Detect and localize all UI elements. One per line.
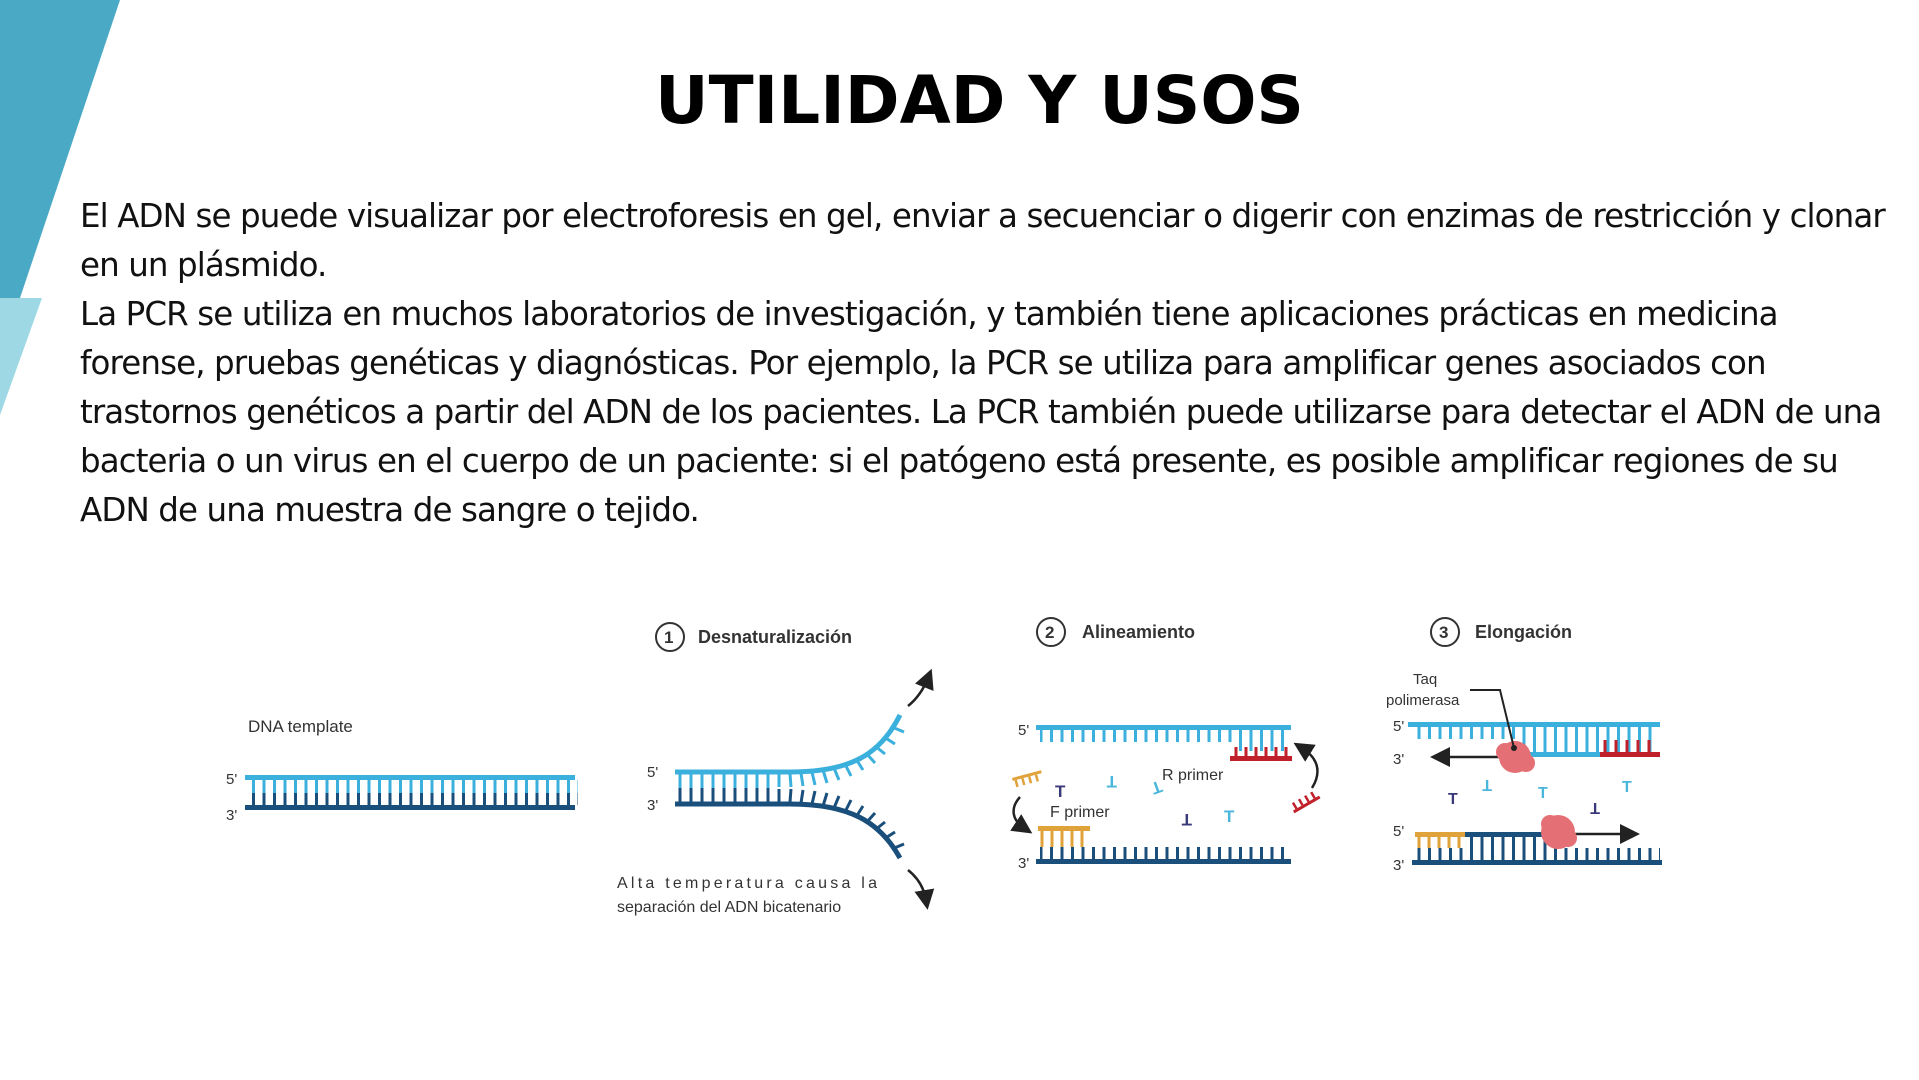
f-primer-bound: [1038, 826, 1090, 847]
step-3-badge: [1430, 617, 1460, 647]
step-3-number: 3: [1439, 623, 1448, 642]
dna-template-panel: DNA template 5' 3': [226, 717, 578, 824]
step-annealing-panel: 2 Alineamiento 5' 3': [1010, 617, 1321, 872]
step-1-caption-line2: separación del ADN bicatenario: [617, 899, 841, 916]
step-2-badge: [1036, 617, 1066, 647]
svg-text:T: T: [1482, 776, 1492, 793]
template-5prime-label: 5': [226, 771, 237, 788]
step-2-3prime-label: 3': [1018, 855, 1029, 872]
slide-body: El ADN se puede visualizar por electrofo…: [80, 192, 1910, 535]
taq-label-line1: Taq: [1413, 671, 1437, 688]
step-3-top-3prime: 3': [1393, 751, 1404, 768]
step-1-title: Desnaturalización: [698, 627, 852, 647]
step-elongation-panel: 3 Elongación Taq polimerasa 5' 3' 5' 3': [1386, 617, 1662, 874]
step-denaturation-panel: 1 Desnaturalización 5' 3' Alta temperatu…: [617, 622, 935, 916]
f-primer-label: F primer: [1050, 804, 1110, 821]
svg-text:T: T: [1448, 791, 1458, 808]
template-3prime-label: 3': [226, 807, 237, 824]
svg-text:T: T: [1538, 785, 1548, 802]
svg-text:T: T: [1622, 779, 1632, 796]
corner-decoration: [0, 0, 120, 415]
r-primer-free: [1291, 791, 1321, 814]
pcr-diagram: DNA template 5' 3' 1 Desnaturalización 5…: [226, 617, 1662, 916]
separation-arrow-down: [907, 869, 935, 910]
free-nucleotides-step3: T T T T T: [1448, 776, 1632, 816]
step-1-number: 1: [664, 628, 673, 647]
deco-dark-shape: [0, 0, 120, 298]
slide-title: UTILIDAD Y USOS: [655, 62, 1304, 139]
f-primer-free: [1012, 770, 1042, 788]
taq-label-line2: polimerasa: [1386, 692, 1460, 709]
f-primer-arrow: [1010, 796, 1033, 834]
dna-template-label: DNA template: [248, 717, 353, 736]
svg-text:T: T: [1224, 807, 1235, 826]
step-2-number: 2: [1045, 623, 1054, 642]
svg-text:T: T: [1181, 810, 1192, 829]
svg-text:T: T: [1106, 772, 1117, 791]
svg-text:T: T: [1055, 782, 1066, 801]
taq-polymerase-bottom: [1541, 815, 1577, 849]
step-2-5prime-label: 5': [1018, 722, 1029, 739]
step-3-bottom-5prime: 5': [1393, 823, 1404, 840]
svg-text:T: T: [1590, 799, 1600, 816]
r-primer-label: R primer: [1162, 767, 1224, 784]
deco-light-shape: [0, 298, 42, 415]
paragraph-applications: La PCR se utiliza en muchos laboratorios…: [80, 295, 1882, 529]
step-1-badge: [655, 622, 685, 652]
paragraph-visualization: El ADN se puede visualizar por electrofo…: [80, 197, 1886, 284]
r-primer-bound: [1230, 747, 1292, 761]
taq-polymerase-top: [1496, 741, 1535, 773]
step-1-3prime-label: 3': [647, 797, 658, 814]
step-3-bottom-3prime: 3': [1393, 857, 1404, 874]
step-3-top-5prime: 5': [1393, 718, 1404, 735]
taq-pointer-line: [1470, 689, 1515, 749]
step-1-caption-line1: Alta temperatura causa la: [617, 875, 877, 892]
step-1-5prime-label: 5': [647, 764, 658, 781]
r-primer-arrow: [1293, 742, 1319, 789]
step-3-title: Elongación: [1475, 622, 1572, 642]
step-2-title: Alineamiento: [1082, 622, 1195, 642]
separation-arrow-up: [907, 668, 934, 707]
